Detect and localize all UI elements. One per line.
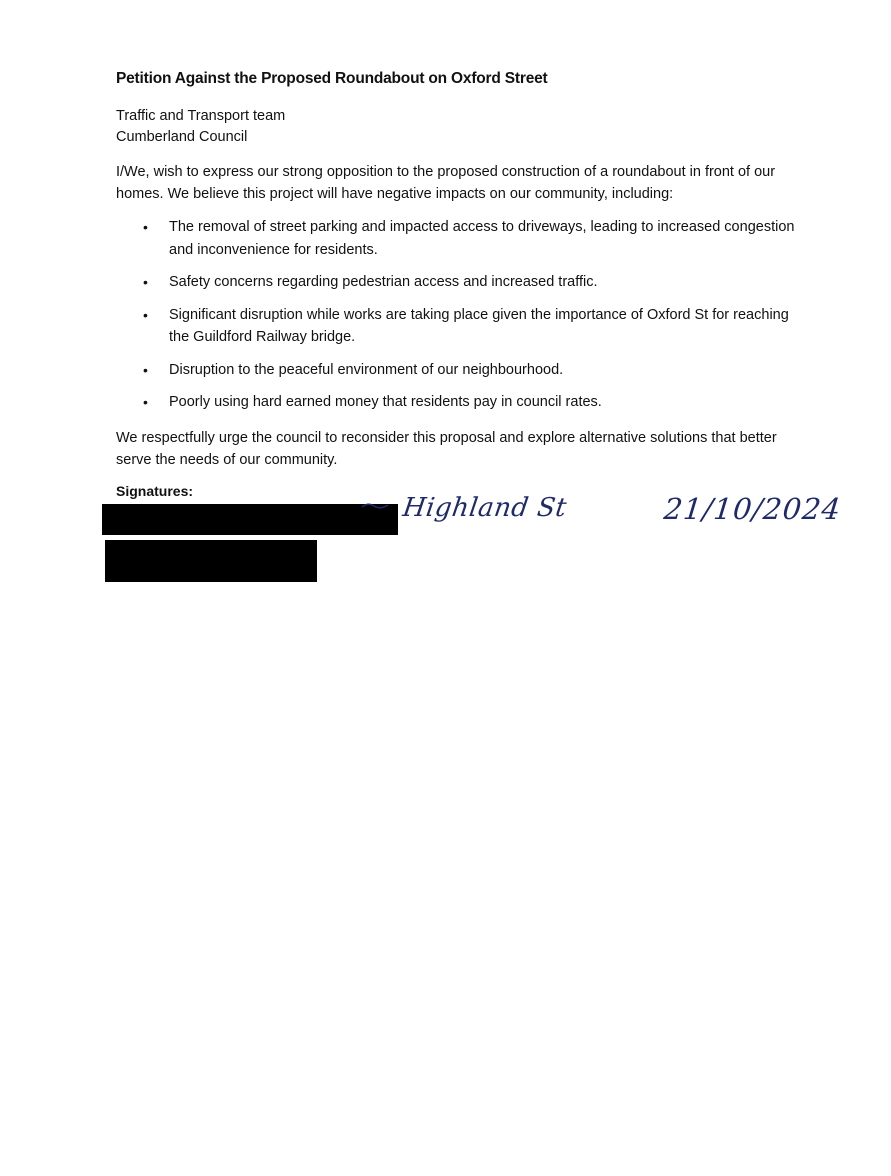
bullet-icon: •: [143, 306, 148, 323]
list-item: • Significant disruption while works are…: [116, 304, 796, 349]
addressee-team: Traffic and Transport team: [116, 108, 286, 124]
bullet-icon: •: [143, 274, 148, 290]
closing-paragraph: We respectfully urge the council to reco…: [116, 430, 777, 468]
bullet-icon: •: [143, 219, 148, 235]
list-item: • Poorly using hard earned money that re…: [116, 391, 796, 414]
redaction-bar: [102, 504, 398, 535]
bullet-icon: •: [143, 394, 148, 410]
handwritten-date: 21/10/2024: [662, 492, 843, 526]
intro-paragraph: I/We, wish to express our strong opposit…: [116, 164, 776, 202]
list-item-text: Disruption to the peaceful environment o…: [169, 361, 564, 378]
list-item-text: Poorly using hard earned money that resi…: [169, 394, 602, 410]
list-item-text: Safety concerns regarding pedestrian acc…: [169, 274, 598, 290]
document-title: Petition Against the Proposed Roundabout…: [116, 70, 548, 87]
handwritten-street: Highland St: [400, 493, 569, 523]
list-item: • Safety concerns regarding pedestrian a…: [116, 271, 796, 294]
signatures-label: Signatures:: [116, 483, 194, 499]
ink-mark: [361, 503, 389, 509]
addressee-block: Traffic and Transport team Cumberland Co…: [116, 106, 285, 148]
list-item: • Disruption to the peaceful environment…: [116, 359, 796, 382]
list-item: • The removal of street parking and impa…: [116, 216, 796, 261]
bullet-icon: •: [143, 361, 148, 378]
redaction-bar: [105, 540, 317, 582]
list-item-text: Significant disruption while works are t…: [169, 306, 789, 346]
concerns-list: • The removal of street parking and impa…: [116, 216, 796, 424]
addressee-council: Cumberland Council: [116, 129, 248, 145]
list-item-text: The removal of street parking and impact…: [169, 219, 795, 258]
